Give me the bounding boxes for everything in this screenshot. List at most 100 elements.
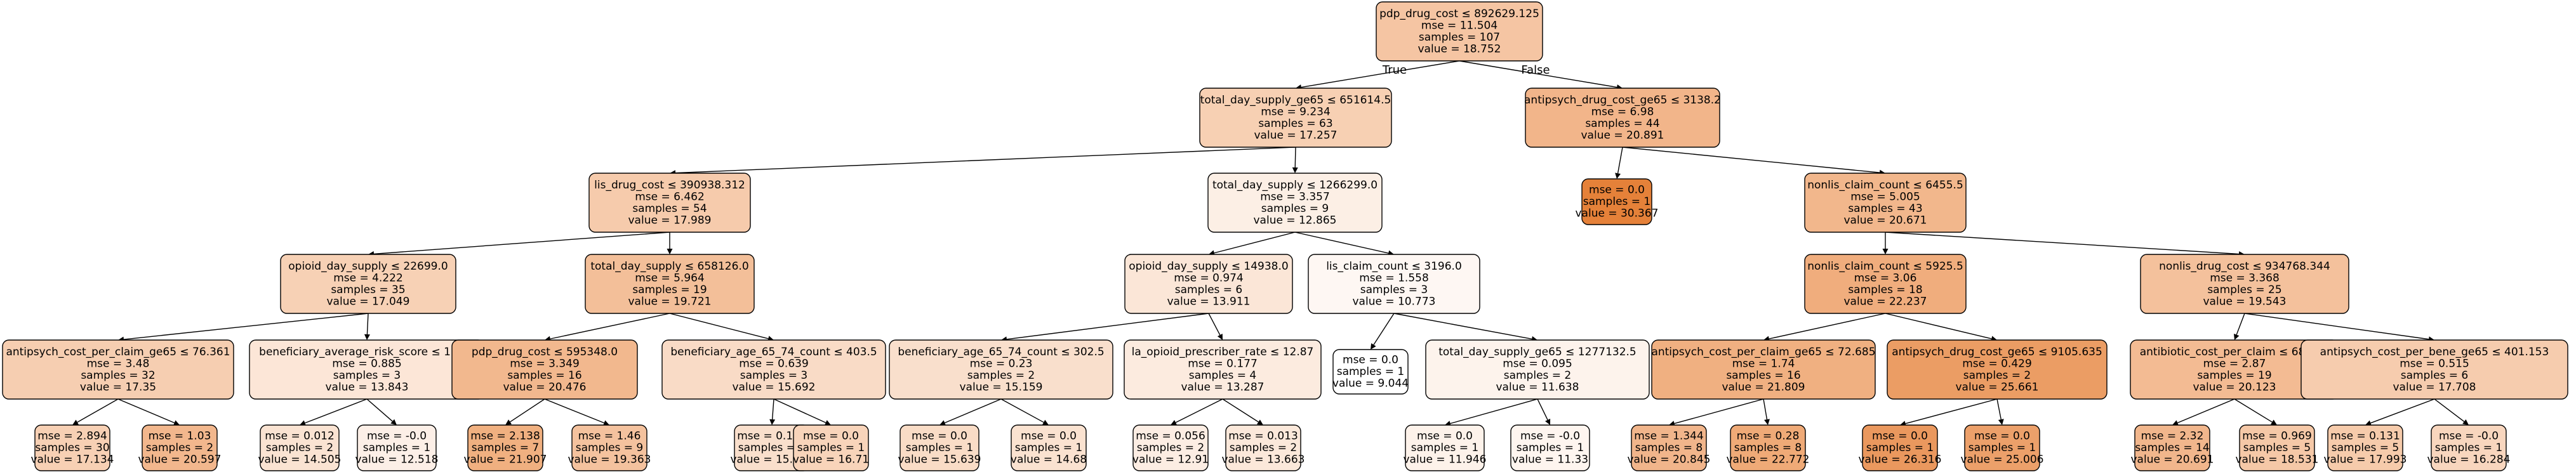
node-box bbox=[1525, 88, 1720, 148]
node-line: mse = 2.894 bbox=[37, 430, 107, 443]
edge-n0-n1 bbox=[1301, 60, 1460, 88]
edge-n0-n2 bbox=[1459, 60, 1617, 88]
node-line: mse = 0.639 bbox=[739, 357, 809, 370]
node-line: mse = 0.0 bbox=[1417, 430, 1473, 443]
node-line: mse = 6.462 bbox=[635, 190, 705, 203]
edge-arrowhead bbox=[1545, 418, 1551, 425]
node-line: antipsych_cost_per_claim_ge65 ≤ 76.361 bbox=[6, 346, 230, 358]
node-line: mse = 0.0 bbox=[912, 430, 967, 443]
edge-arrowhead bbox=[1882, 249, 1889, 254]
edge-n11-n22 bbox=[1885, 313, 1992, 339]
node-line: mse = 1.03 bbox=[149, 430, 211, 443]
node-line: value = 11.946 bbox=[1404, 454, 1487, 466]
node-box bbox=[2134, 424, 2210, 471]
edge-n2-n6 bbox=[1622, 147, 1880, 173]
node-box bbox=[1862, 424, 1938, 471]
node-line: samples = 5 bbox=[2332, 442, 2400, 454]
node-line: mse = 0.095 bbox=[1503, 357, 1572, 370]
node-box bbox=[1405, 424, 1485, 471]
node-line: pdp_drug_cost ≤ 892629.125 bbox=[1379, 8, 1539, 20]
node-box bbox=[661, 339, 886, 400]
node-line: samples = 30 bbox=[35, 442, 109, 454]
node-line: value = 13.843 bbox=[326, 381, 409, 393]
node-line: mse = 2.87 bbox=[2203, 357, 2266, 370]
node-box bbox=[2140, 254, 2349, 314]
node-line: samples = 2 bbox=[266, 442, 334, 454]
node-box bbox=[1804, 173, 1967, 233]
node-line: mse = 6.98 bbox=[1591, 105, 1654, 118]
node-line: mse = 0.0 bbox=[1974, 430, 2030, 443]
edge-arrowhead bbox=[2172, 420, 2179, 426]
edge-arrowhead bbox=[364, 334, 370, 340]
node-line: samples = 2 bbox=[967, 369, 1035, 382]
edge-n7-n14 bbox=[366, 313, 369, 335]
node-box bbox=[1199, 88, 1392, 148]
node-line: value = 21.809 bbox=[1722, 381, 1805, 393]
node-line: value = 22.237 bbox=[1844, 295, 1927, 308]
node-box bbox=[1510, 424, 1590, 471]
split-node-n13: antipsych_cost_per_claim_ge65 ≤ 76.361ms… bbox=[2, 339, 234, 400]
node-line: value = 11.638 bbox=[1496, 381, 1579, 393]
node-line: mse = 3.357 bbox=[1260, 190, 1330, 203]
node-line: mse = 1.46 bbox=[578, 430, 641, 443]
node-box bbox=[571, 424, 647, 471]
node-line: value = 14.68 bbox=[1011, 454, 1087, 466]
node-line: samples = 63 bbox=[1258, 117, 1332, 130]
node-line: value = 18.531 bbox=[2236, 454, 2319, 466]
node-box bbox=[793, 424, 869, 471]
node-line: samples = 1 bbox=[2435, 442, 2503, 454]
node-line: samples = 5 bbox=[2243, 442, 2311, 454]
node-line: samples = 35 bbox=[331, 284, 405, 296]
node-line: mse = 0.0 bbox=[1872, 430, 1928, 443]
node-line: antipsych_cost_per_bene_ge65 ≤ 401.153 bbox=[2320, 346, 2549, 358]
edge-n2-n5 bbox=[1617, 147, 1623, 174]
node-line: samples = 8 bbox=[1734, 442, 1802, 454]
node-line: antipsych_cost_per_claim_ge65 ≤ 72.685 bbox=[1651, 346, 1875, 358]
node-box bbox=[588, 173, 751, 233]
node-line: value = 10.773 bbox=[1353, 295, 1436, 308]
node-line: mse = 0.0 bbox=[1589, 184, 1645, 197]
node-line: samples = 16 bbox=[1726, 369, 1800, 382]
edge-n22-n42 bbox=[1996, 398, 2002, 420]
edge-n1-n3 bbox=[675, 147, 1296, 174]
node-line: samples = 2 bbox=[1963, 369, 2031, 382]
node-line: mse = 1.558 bbox=[1359, 272, 1429, 284]
edge-arrowhead bbox=[1371, 343, 1376, 350]
node-line: mse = 4.222 bbox=[333, 272, 403, 284]
edge-n23-n43 bbox=[2177, 398, 2235, 424]
edge-n9-n18 bbox=[1208, 313, 1221, 336]
node-line: value = 17.708 bbox=[2393, 381, 2476, 393]
edge-arrowhead bbox=[824, 420, 831, 426]
node-line: samples = 6 bbox=[1175, 284, 1243, 296]
edge-n16-n31 bbox=[771, 398, 774, 420]
node-box bbox=[1225, 424, 1301, 471]
node-line: samples = 44 bbox=[1585, 117, 1659, 130]
edge-arrowhead bbox=[769, 419, 776, 425]
edge-n23-n44 bbox=[2234, 398, 2273, 423]
node-line: samples = 1 bbox=[1969, 442, 2036, 454]
node-line: samples = 2 bbox=[1504, 369, 1572, 382]
node-line: total_day_supply ≤ 1266299.0 bbox=[1212, 179, 1378, 192]
node-line: value = 20.671 bbox=[1844, 214, 1927, 226]
node-line: value = 9.044 bbox=[1332, 377, 1409, 390]
node-box bbox=[1124, 339, 1322, 400]
node-line: samples = 4 bbox=[1189, 369, 1257, 382]
node-box bbox=[1332, 349, 1409, 395]
